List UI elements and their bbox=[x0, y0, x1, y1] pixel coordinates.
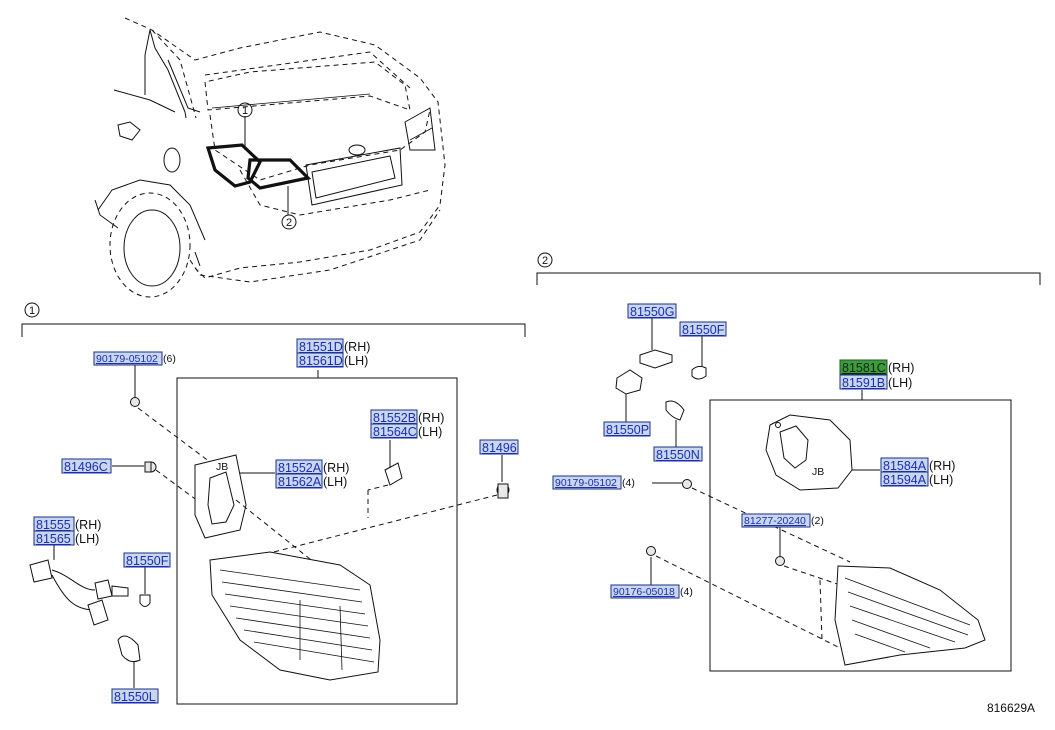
svg-text:81550P: 81550P bbox=[606, 423, 649, 437]
svg-text:81564C: 81564C bbox=[373, 425, 417, 439]
suffix-lh: (LH) bbox=[323, 475, 347, 489]
svg-text:81550F: 81550F bbox=[682, 323, 725, 337]
part-81562A[interactable]: 81562A bbox=[275, 473, 323, 489]
qty-2: (2) bbox=[811, 515, 824, 527]
suffix-lh: (LH) bbox=[929, 473, 953, 487]
svg-text:JB: JB bbox=[812, 466, 824, 478]
suffix-lh: (LH) bbox=[344, 354, 368, 368]
part-81496[interactable]: 81496 bbox=[479, 439, 519, 455]
part-90179-05102-left[interactable]: 90179-05102 bbox=[93, 351, 163, 366]
svg-text:81496C: 81496C bbox=[64, 460, 108, 474]
part-81581C[interactable]: 81581C bbox=[839, 359, 888, 375]
svg-text:81584A: 81584A bbox=[883, 459, 927, 473]
qty-4: (4) bbox=[622, 477, 635, 489]
qty-4: (4) bbox=[680, 586, 693, 598]
svg-text:81550F: 81550F bbox=[126, 554, 169, 568]
suffix-rh: (RH) bbox=[344, 340, 370, 354]
svg-text:81561D: 81561D bbox=[299, 354, 343, 368]
part-90179-05102-right[interactable]: 90179-05102 bbox=[552, 475, 622, 490]
svg-text:81581C: 81581C bbox=[842, 361, 886, 375]
part-81550P[interactable]: 81550P bbox=[603, 421, 651, 437]
callout-1-car: 1 bbox=[242, 105, 248, 117]
part-81552A[interactable]: 81552A bbox=[275, 459, 323, 475]
svg-text:90176-05018: 90176-05018 bbox=[613, 586, 675, 598]
part-90176-05018[interactable]: 90176-05018 bbox=[610, 584, 680, 599]
svg-text:81565: 81565 bbox=[36, 532, 71, 546]
svg-text:90179-05102: 90179-05102 bbox=[96, 353, 158, 365]
part-81564C[interactable]: 81564C bbox=[370, 423, 418, 439]
svg-text:81555: 81555 bbox=[36, 518, 71, 532]
suffix-lh: (LH) bbox=[418, 425, 442, 439]
svg-text:81550N: 81550N bbox=[656, 448, 700, 462]
part-81565[interactable]: 81565 bbox=[33, 530, 75, 546]
svg-text:JB: JB bbox=[216, 461, 228, 473]
part-81594A[interactable]: 81594A bbox=[880, 471, 929, 487]
diagram-reference: 816629A bbox=[987, 701, 1035, 715]
svg-text:81277-20240: 81277-20240 bbox=[744, 515, 806, 527]
part-81591B[interactable]: 81591B bbox=[839, 374, 888, 390]
section-1-callout: 1 bbox=[29, 305, 35, 317]
vehicle-illustration: 1 2 bbox=[94, 17, 446, 298]
suffix-lh: (LH) bbox=[75, 532, 99, 546]
svg-text:81550L: 81550L bbox=[114, 690, 156, 704]
part-81555[interactable]: 81555 bbox=[33, 516, 75, 532]
part-81550F-left[interactable]: 81550F bbox=[123, 552, 171, 568]
svg-text:81591B: 81591B bbox=[842, 376, 885, 390]
suffix-rh: (RH) bbox=[418, 411, 444, 425]
svg-text:81562A: 81562A bbox=[278, 475, 322, 489]
svg-text:81551D: 81551D bbox=[299, 340, 343, 354]
part-81277-20240[interactable]: 81277-20240 bbox=[741, 513, 811, 528]
part-81584A[interactable]: 81584A bbox=[880, 457, 929, 473]
callout-2-car: 2 bbox=[286, 217, 292, 229]
svg-text:81496: 81496 bbox=[482, 441, 517, 455]
svg-text:81552A: 81552A bbox=[278, 461, 322, 475]
suffix-rh: (RH) bbox=[888, 361, 914, 375]
part-81550G[interactable]: 81550G bbox=[627, 303, 677, 319]
part-81496C[interactable]: 81496C bbox=[61, 458, 112, 474]
svg-text:81552B: 81552B bbox=[373, 411, 416, 425]
suffix-lh: (LH) bbox=[888, 376, 912, 390]
part-81552B[interactable]: 81552B bbox=[370, 409, 418, 425]
svg-text:81594A: 81594A bbox=[883, 473, 927, 487]
svg-text:90179-05102: 90179-05102 bbox=[555, 477, 617, 489]
suffix-rh: (RH) bbox=[323, 461, 349, 475]
qty-6: (6) bbox=[163, 353, 176, 365]
part-81550F-right[interactable]: 81550F bbox=[679, 321, 727, 337]
svg-text:81550G: 81550G bbox=[630, 305, 674, 319]
section-2-inner-lamp: 2 JB bbox=[536, 252, 1041, 672]
suffix-rh: (RH) bbox=[75, 518, 101, 532]
section-1-rear-combination-lamp: 1 JB bbox=[21, 302, 526, 705]
part-81561D[interactable]: 81561D bbox=[296, 352, 344, 368]
section-2-callout: 2 bbox=[542, 255, 548, 267]
part-81551D[interactable]: 81551D bbox=[296, 338, 344, 354]
part-81550N[interactable]: 81550N bbox=[653, 446, 703, 462]
suffix-rh: (RH) bbox=[929, 459, 955, 473]
part-81550L[interactable]: 81550L bbox=[111, 688, 159, 704]
